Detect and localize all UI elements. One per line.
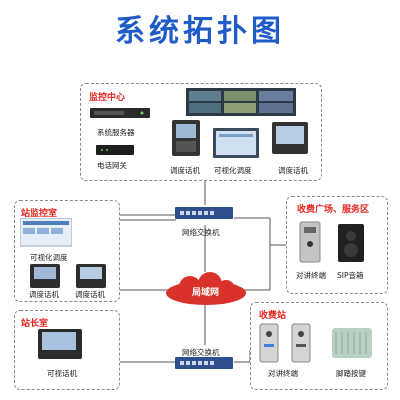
network-switch-bottom-label: 网络交换机 — [182, 348, 220, 357]
visual-dispatch-2-label: 可视化调度 — [30, 253, 68, 262]
lan-cloud-icon — [166, 272, 246, 305]
intercom-terminal-2a-icon — [259, 323, 279, 363]
dispatch-phone-2-label: 调度话机 — [278, 166, 308, 175]
station-master-room-title: 站长室 — [21, 319, 49, 329]
monitor-center-title: 监控中心 — [89, 93, 126, 103]
visual-dispatch-monitor-icon — [213, 128, 259, 158]
dispatch-phone-4-icon — [76, 264, 106, 288]
phone-gateway-icon — [96, 145, 134, 155]
page-title: 系统拓扑图 — [115, 14, 285, 49]
toll-station-title: 收费站 — [259, 311, 287, 321]
dispatch-phone-icon — [172, 120, 200, 156]
intercom-terminal-2-label: 对讲终端 — [268, 369, 298, 378]
dispatch-phone-label: 调度话机 — [170, 166, 200, 175]
network-switch-top-icon — [175, 207, 233, 219]
phone-gateway-label: 电话网关 — [97, 161, 127, 170]
visual-dispatch-screen-icon — [20, 218, 72, 247]
sip-speaker-label: SIP音箱 — [337, 271, 364, 280]
intercom-terminal-1-label: 对讲终端 — [296, 271, 326, 280]
intercom-terminal-1-icon — [299, 221, 321, 263]
visual-dispatch-label: 可视化调度 — [214, 166, 252, 175]
station-monitor-room-title: 站监控室 — [21, 209, 58, 219]
sip-speaker-icon — [338, 224, 364, 262]
network-switch-bottom-icon — [175, 357, 233, 369]
system-server-icon — [90, 108, 150, 118]
toll-service-title: 收费广场、服务区 — [297, 205, 370, 215]
dispatch-phone-4-label: 调度话机 — [75, 290, 105, 299]
video-phone-icon — [38, 329, 82, 359]
video-wall-icon — [186, 88, 296, 116]
dispatch-phone-2-icon — [272, 122, 308, 154]
video-phone-label: 可视话机 — [47, 369, 77, 378]
foot-button-icon — [332, 328, 372, 358]
network-switch-top-label: 网络交换机 — [182, 228, 220, 237]
foot-button-label: 脚踏按键 — [336, 369, 366, 378]
dispatch-phone-3-label: 调度话机 — [29, 290, 59, 299]
lan-label: 局域网 — [192, 288, 220, 298]
dispatch-phone-3-icon — [30, 264, 60, 288]
intercom-terminal-2b-icon — [291, 323, 311, 363]
system-server-label: 系统服务器 — [97, 128, 135, 137]
